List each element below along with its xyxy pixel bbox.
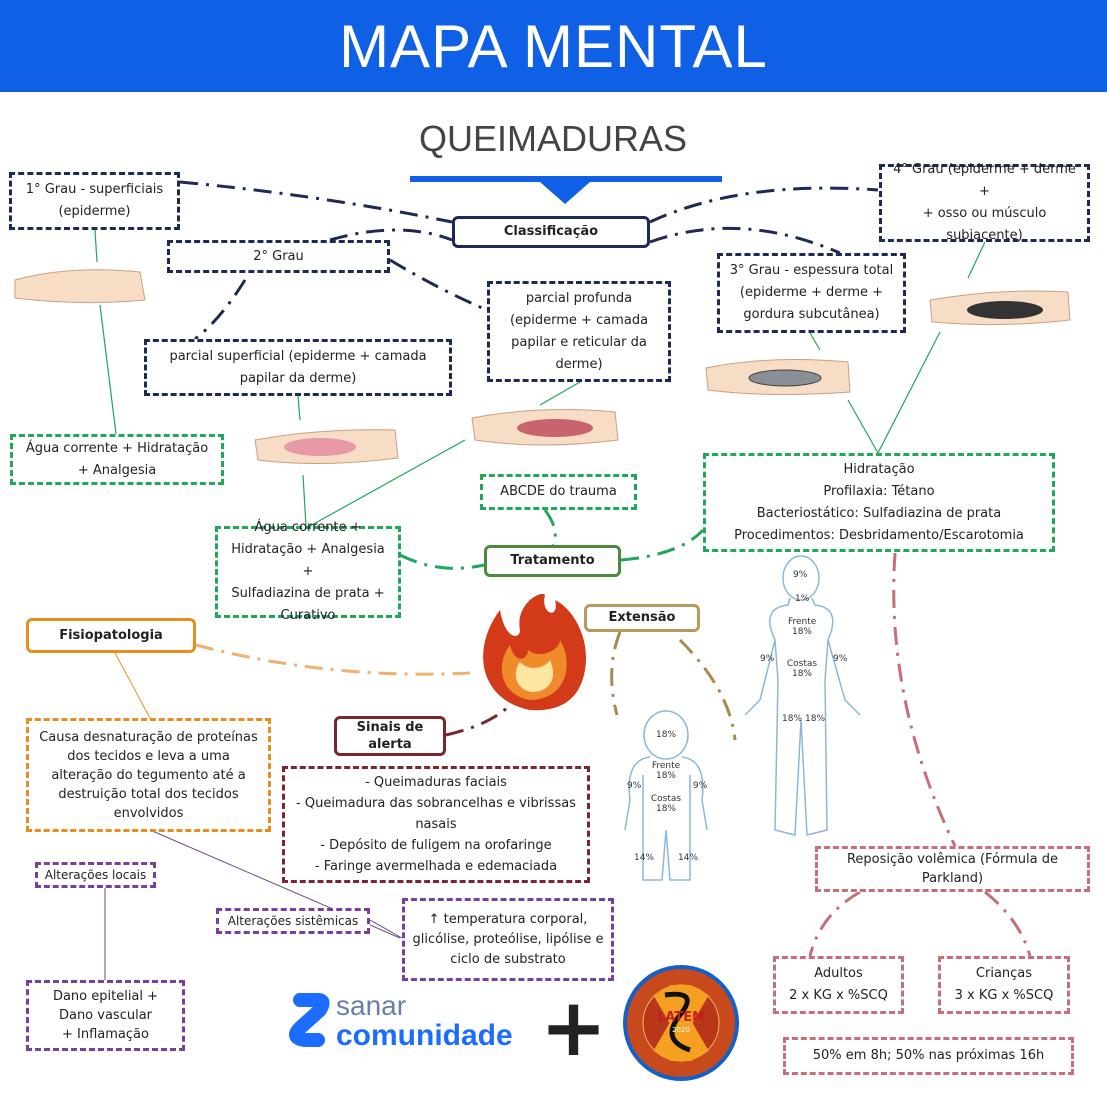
adult-front-pct: Frente 18% [788,617,817,637]
node-grau4: 4° Grau (epiderme + derme + + osso ou mú… [879,162,1090,243]
node-abcde: ABCDE do trauma [480,474,637,510]
node-fisiopatologia: Fisiopatologia [26,618,196,653]
child-head-pct: 18% [656,730,677,740]
node-grau1: 1° Grau - superficiais (epiderme) [9,172,180,230]
adult-neck-pct: 1% [795,594,810,604]
child-leg-left-pct: 14% [634,853,655,863]
plus-sign: + [540,981,608,1074]
node-tratamento-geral: Hidratação Profilaxia: Tétano Bacteriost… [703,453,1055,552]
page-title: MAPA MENTAL [339,12,768,80]
node-parcial-profunda: parcial profunda (epiderme + camada papi… [487,281,671,382]
connector [194,279,247,341]
sanar-logo-text-top: sanar [336,990,407,1021]
node-tratamento-grau1: Água corrente + Hidratação + Analgesia [10,434,224,485]
node-parcial-superficial: parcial superficial (epiderme + camada p… [144,339,452,396]
node-alteracoes-sistemicas-detalhe: ↑ temperatura corporal, glicólise, prote… [402,898,614,981]
node-causa: Causa desnaturação de proteínas dos teci… [26,718,271,832]
node-extensao: Extensão [584,604,700,632]
node-alteracoes-locais: Alterações locais [35,862,156,888]
fire-icon [483,594,586,711]
connector [649,186,879,224]
node-sinais-lista: - Queimaduras faciais - Queimadura das s… [282,766,590,883]
node-adultos: Adultos 2 x KG x %SCQ [773,956,904,1014]
map-subtitle: QUEIMADURAS [418,118,688,159]
node-sinais-alerta: Sinais de alerta [334,716,446,756]
connector [649,226,841,255]
arm-burn-illustration [14,269,1071,465]
sanar-logo-text-bottom: comunidade [336,1019,513,1052]
child-leg-right-pct: 14% [678,853,699,863]
adult-leg-left-pct: 18% [782,714,803,724]
node-tratamento-grau2: Água corrente + Hidratação + Analgesia +… [215,520,401,623]
child-back-pct: Costas 18% [650,794,682,814]
latem-logo [623,965,739,1081]
header-banner: MAPA MENTAL [0,0,1107,92]
node-grau3: 3° Grau - espessura total (epiderme + de… [717,253,906,333]
child-body-diagram [624,710,708,881]
adult-arm-left-pct: 9% [760,654,775,664]
latem-logo-text: LATEM [656,1010,706,1025]
child-arm-right-pct: 9% [693,781,708,791]
title-underline [410,176,722,182]
connector [389,258,488,312]
node-reposicao: Reposição volêmica (Fórmula de Parkland) [815,846,1090,892]
connector [329,228,453,242]
adult-back-pct: Costas 18% [786,659,818,679]
node-parkland-tempo: 50% em 8h; 50% nas próximas 16h [783,1037,1074,1075]
latem-logo-year: 2020 [672,1026,690,1034]
connector [179,180,453,224]
child-front-pct: Frente 18% [651,761,681,781]
node-classificacao: Classificação [452,216,650,248]
adult-head-pct: 9% [793,570,808,580]
node-criancas: Crianças 3 x KG x %SCQ [938,956,1070,1014]
sanar-logo-icon [289,993,330,1047]
adult-leg-right-pct: 18% [805,714,826,724]
node-alteracoes-sistemicas: Alterações sistêmicas [216,908,370,934]
child-arm-left-pct: 9% [627,781,642,791]
node-dano: Dano epitelial + Dano vascular + Inflama… [26,980,185,1051]
adult-body-diagram [744,555,861,836]
node-grau2: 2° Grau [167,240,390,273]
adult-arm-right-pct: 9% [833,654,848,664]
title-arrow [540,182,590,204]
node-tratamento: Tratamento [484,545,621,577]
